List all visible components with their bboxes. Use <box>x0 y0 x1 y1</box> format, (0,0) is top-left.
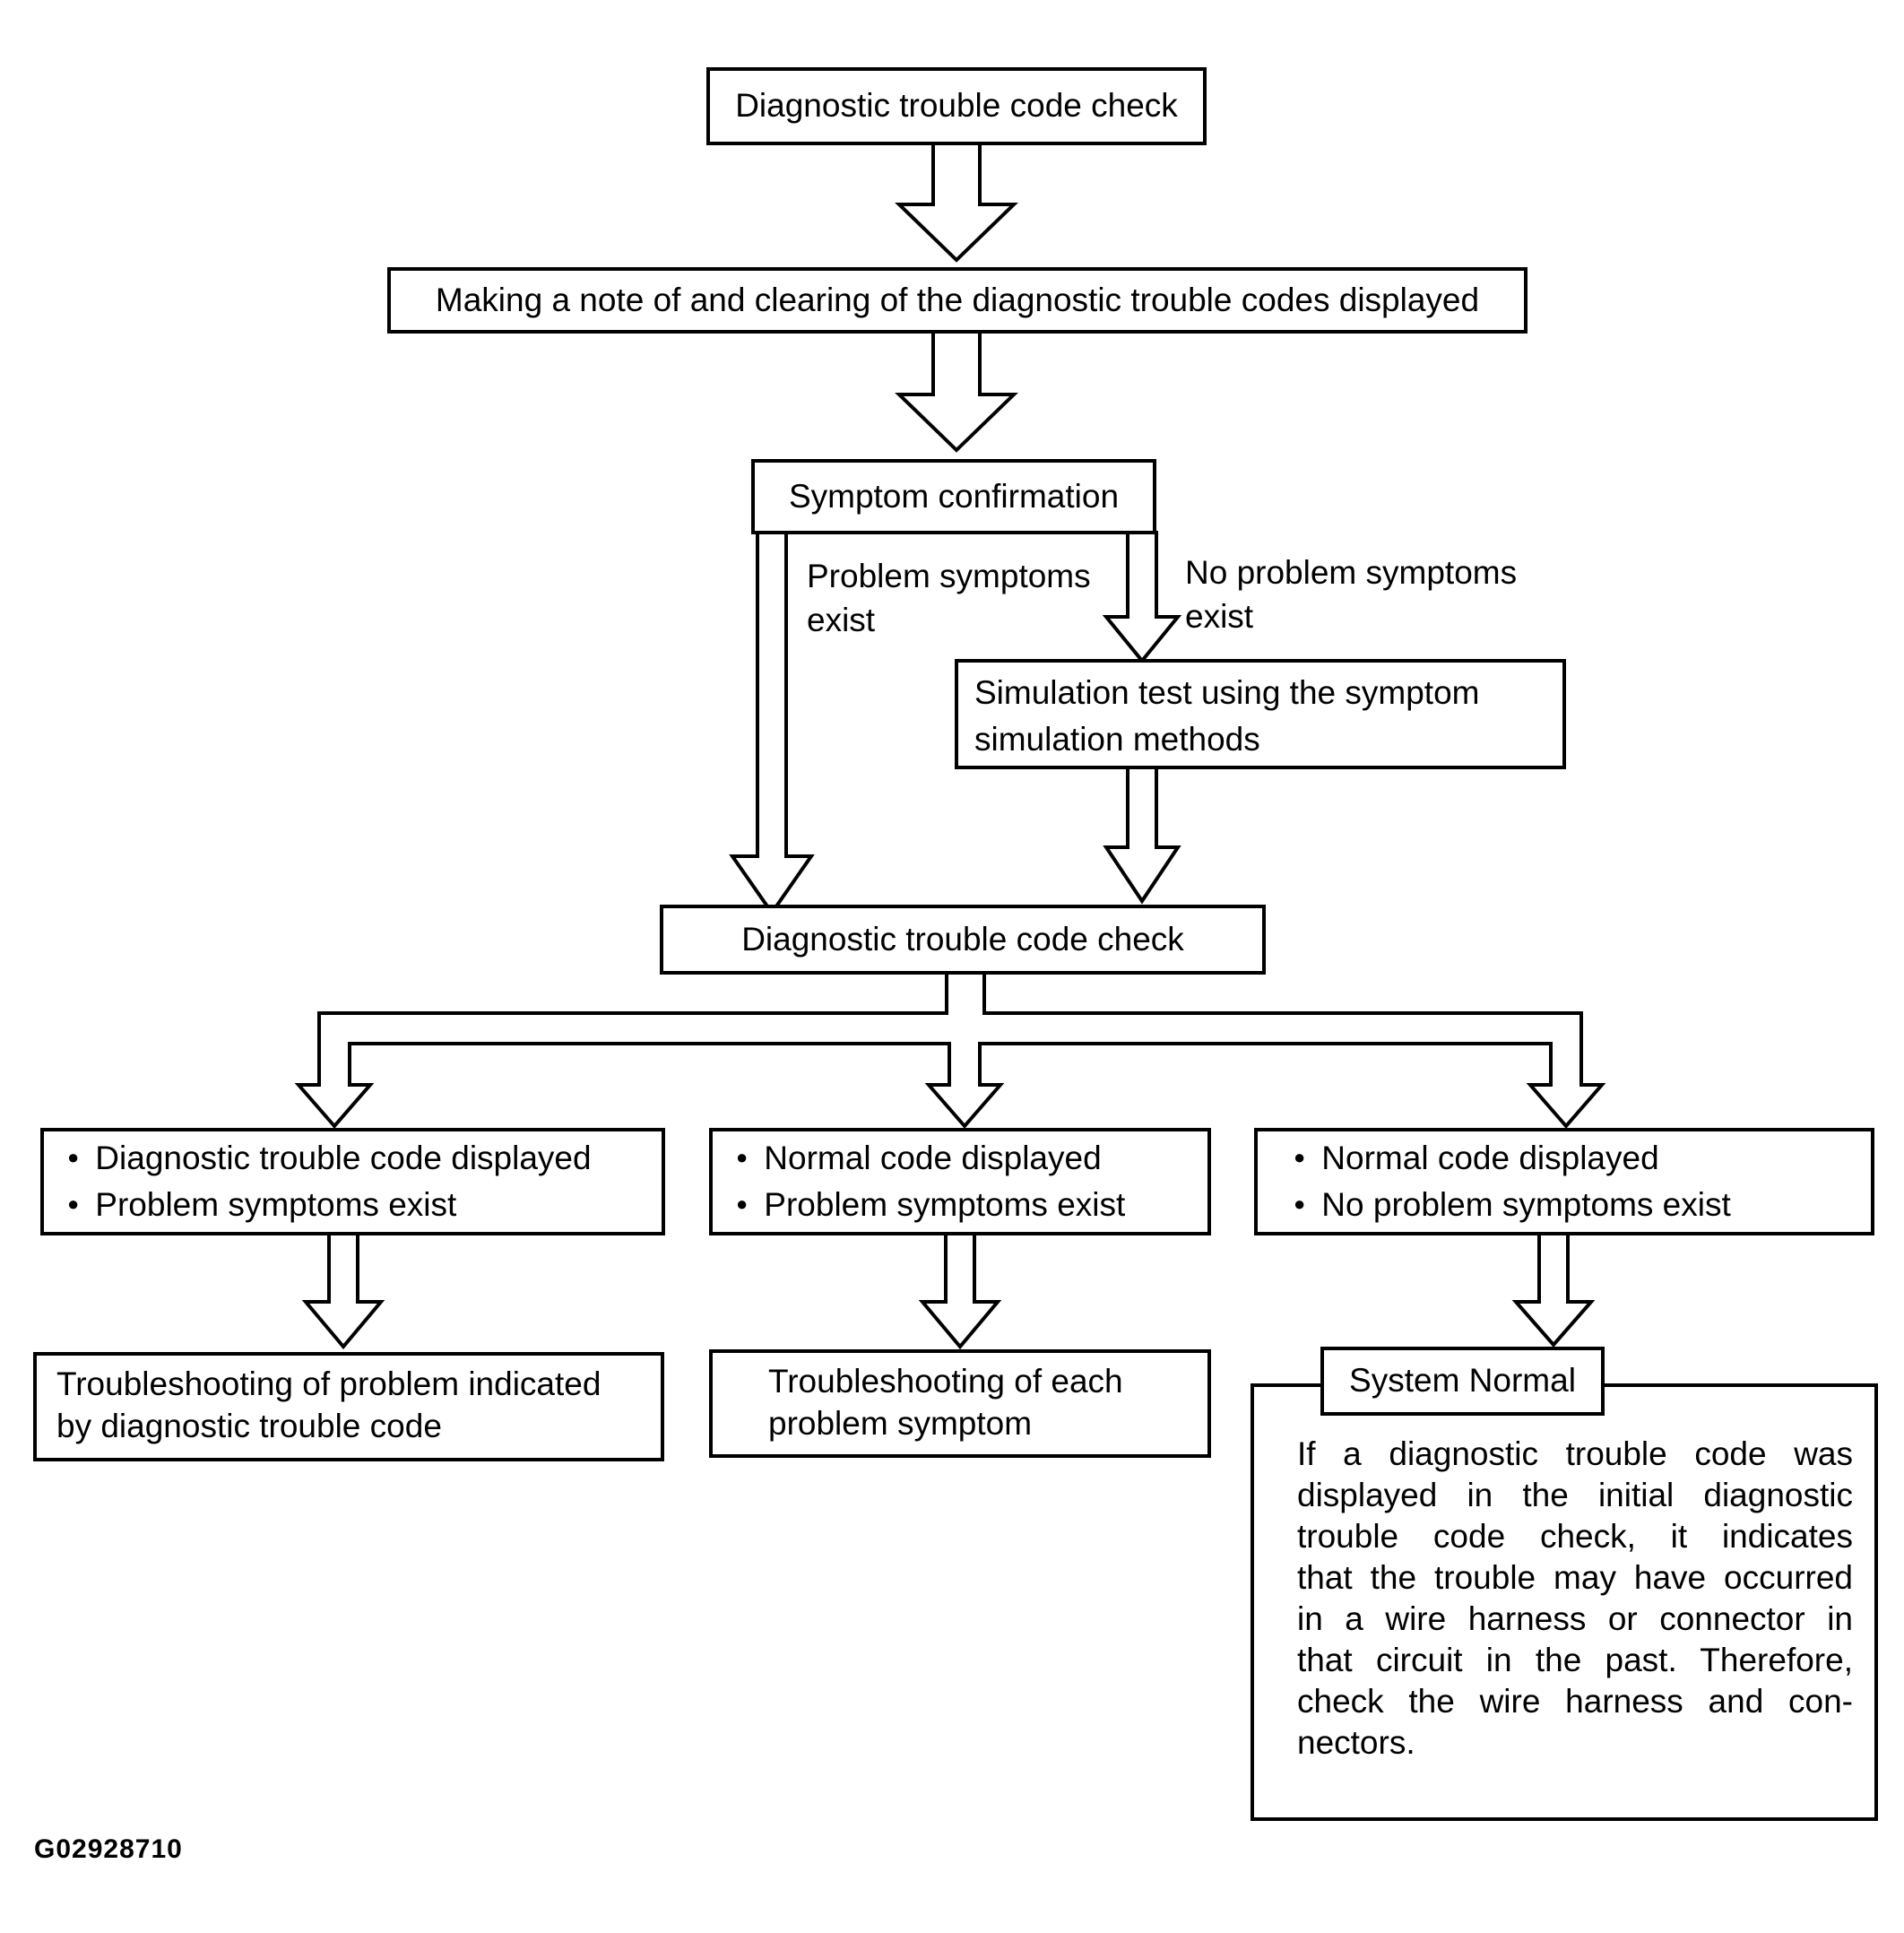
three-way-branch-connector <box>294 969 1606 1130</box>
bullet-item: ● Normal code displayed <box>736 1135 1207 1182</box>
down-arrow-icon-simulation-to-dtc2 <box>1103 766 1181 905</box>
node-note-and-clear: Making a note of and clearing of the dia… <box>387 267 1528 334</box>
bullet-icon: ● <box>67 1192 80 1215</box>
edge-label-line: No problem symptoms <box>1185 554 1518 591</box>
paragraph-line: that circuit in the past. Therefore, <box>1297 1642 1853 1678</box>
node-dtc-check-top: Diagnostic trouble code check <box>706 67 1207 145</box>
edge-label-problem-symptoms-exist: Problem symptoms exist <box>807 554 1091 642</box>
paragraph-line: check the wire harness and con- <box>1297 1683 1853 1720</box>
bullet-icon: ● <box>67 1146 80 1168</box>
down-arrow-icon-outcome-right <box>1511 1232 1596 1348</box>
bullet-item: ● Normal code displayed <box>1294 1135 1871 1182</box>
bullet-item-text: Problem symptoms exist <box>764 1186 1126 1223</box>
bullet-item: ● Diagnostic trouble code displayed <box>67 1135 662 1182</box>
paragraph-line: trouble code check, it indicates <box>1297 1518 1853 1555</box>
edge-label-no-problem-symptoms-exist: No problem symptoms exist <box>1185 550 1517 638</box>
down-arrow-icon-outcome-left <box>301 1232 385 1350</box>
paragraph-line: displayed in the initial diagnostic <box>1297 1477 1853 1513</box>
bullet-icon: ● <box>1294 1192 1306 1215</box>
down-arrow-icon-dtc1-to-note <box>895 140 1018 263</box>
down-arrow-icon-note-to-symptom <box>895 328 1018 453</box>
bullet-item-text: Problem symptoms exist <box>95 1186 457 1223</box>
node-text-line: Troubleshooting of each <box>768 1363 1123 1400</box>
node-outcome-normal-code-no-problem: ● Normal code displayed ● No problem sym… <box>1254 1128 1874 1235</box>
figure-id: G02928710 <box>34 1834 183 1864</box>
bullet-icon: ● <box>736 1192 749 1215</box>
paragraph-line: that the trouble may have occurred <box>1297 1559 1853 1596</box>
node-dtc-check-second: Diagnostic trouble code check <box>660 905 1266 975</box>
node-outcome-dtc-displayed: ● Diagnostic trouble code displayed ● Pr… <box>40 1128 665 1235</box>
bullet-item: ● Problem symptoms exist <box>736 1182 1207 1228</box>
node-text-line: by diagnostic trouble code <box>56 1408 442 1444</box>
edge-label-line: exist <box>1185 598 1254 635</box>
system-normal-paragraph: If a diagnostic trouble code was display… <box>1297 1434 1853 1764</box>
node-symptom-confirmation: Symptom confirmation <box>751 459 1156 534</box>
node-system-normal-title: System Normal <box>1320 1347 1605 1416</box>
paragraph-line: in a wire harness or connector in <box>1297 1600 1853 1637</box>
node-simulation-test: Simulation test using the symptom simula… <box>955 659 1566 769</box>
bullet-item-text: Normal code displayed <box>1321 1140 1659 1176</box>
node-text-line: simulation methods <box>974 721 1260 758</box>
bullet-item-text: No problem symptoms exist <box>1321 1186 1731 1223</box>
paragraph-line: If a diagnostic trouble code was <box>1297 1435 1853 1472</box>
bullet-icon: ● <box>1294 1146 1306 1168</box>
paragraph-line: nectors. <box>1297 1724 1415 1761</box>
edge-label-line: exist <box>807 602 876 638</box>
down-arrow-icon-outcome-middle <box>918 1232 1002 1350</box>
node-text-line: Troubleshooting of problem indicated <box>56 1365 601 1402</box>
bullet-icon: ● <box>736 1146 749 1168</box>
node-troubleshoot-each-symptom: Troubleshooting of each problem symptom <box>709 1349 1211 1458</box>
bullet-item: ● No problem symptoms exist <box>1294 1182 1871 1228</box>
node-troubleshoot-by-dtc: Troubleshooting of problem indicated by … <box>33 1352 664 1461</box>
bullet-item-text: Diagnostic trouble code displayed <box>95 1140 592 1176</box>
node-text-line: Simulation test using the symptom <box>974 674 1480 711</box>
edge-label-line: Problem symptoms <box>807 558 1091 594</box>
node-text-line: problem symptom <box>768 1405 1033 1442</box>
bullet-item-text: Normal code displayed <box>764 1140 1102 1176</box>
node-outcome-normal-code-problem: ● Normal code displayed ● Problem sympto… <box>709 1128 1211 1235</box>
node-system-normal-detail: If a diagnostic trouble code was display… <box>1251 1383 1878 1821</box>
down-arrow-icon-problem-symptoms-branch <box>729 531 815 916</box>
bullet-item: ● Problem symptoms exist <box>67 1182 662 1228</box>
down-arrow-icon-no-problem-symptoms-branch <box>1102 531 1182 664</box>
